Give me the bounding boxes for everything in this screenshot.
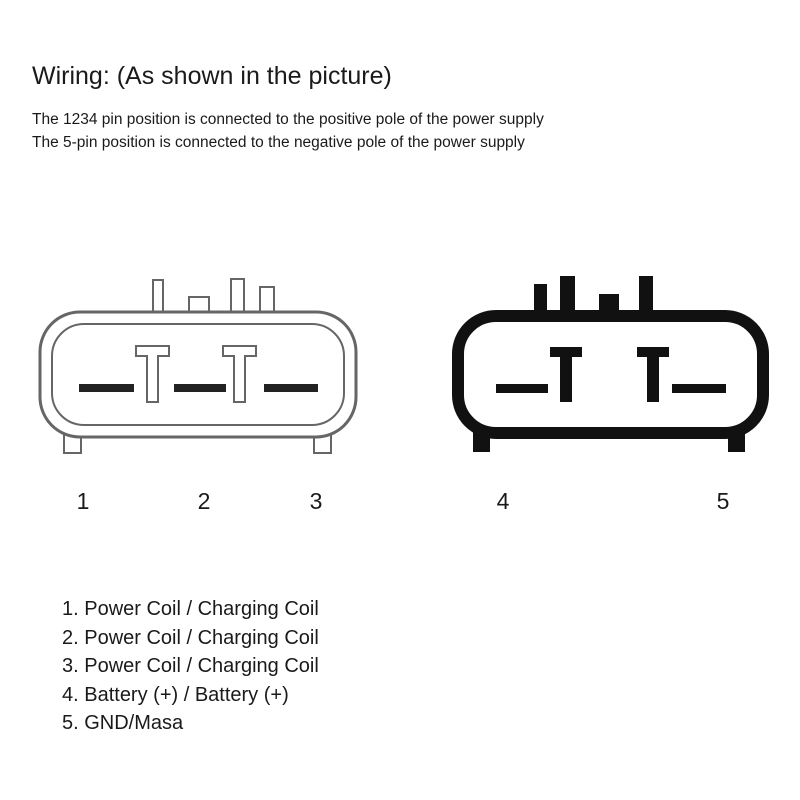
pin-label-2: 2: [197, 488, 211, 514]
terminal-bar: [496, 384, 548, 393]
connector-top-tab: [259, 286, 275, 313]
pin-label-3: 3: [309, 488, 323, 514]
connector-top-tab: [152, 279, 164, 313]
connector-top-tab: [560, 276, 575, 314]
legend-item: 2. Power Coil / Charging Coil: [62, 626, 319, 649]
t-terminal: [135, 345, 170, 403]
pin-label-1: 1: [76, 488, 90, 514]
connector-top-tab: [534, 284, 547, 314]
wiring-note-negative: The 5-pin position is connected to the n…: [32, 134, 525, 151]
legend-item: 1. Power Coil / Charging Coil: [62, 598, 319, 620]
connector-body: [452, 310, 769, 439]
terminal-bar: [174, 384, 226, 392]
t-terminal: [637, 347, 669, 402]
pin-label-4: 4: [496, 488, 510, 514]
connector-top-tab: [188, 296, 210, 313]
legend-item: 5. GND/Masa: [62, 712, 184, 734]
pin-legend: 1. Power Coil / Charging Coil 2. Power C…: [62, 595, 319, 738]
legend-item: 4. Battery (+) / Battery (+): [62, 683, 289, 706]
pin-label-5: 5: [716, 488, 730, 514]
terminal-bar: [264, 384, 318, 392]
connector-top-tab: [599, 294, 619, 314]
wiring-note-positive: The 1234 pin position is connected to th…: [32, 111, 544, 128]
legend-item: 3. Power Coil / Charging Coil: [62, 655, 319, 677]
terminal-bar: [79, 384, 134, 392]
connector-body-inner: [51, 323, 345, 426]
three-pin-connector: [38, 278, 358, 454]
diagram-title: Wiring: (As shown in the picture): [32, 62, 392, 90]
t-terminal: [222, 345, 257, 403]
t-terminal: [550, 347, 582, 402]
terminal-bar: [672, 384, 726, 393]
connector-top-tab: [230, 278, 245, 313]
connector-top-tab: [639, 276, 653, 314]
two-pin-connector: [452, 276, 769, 452]
